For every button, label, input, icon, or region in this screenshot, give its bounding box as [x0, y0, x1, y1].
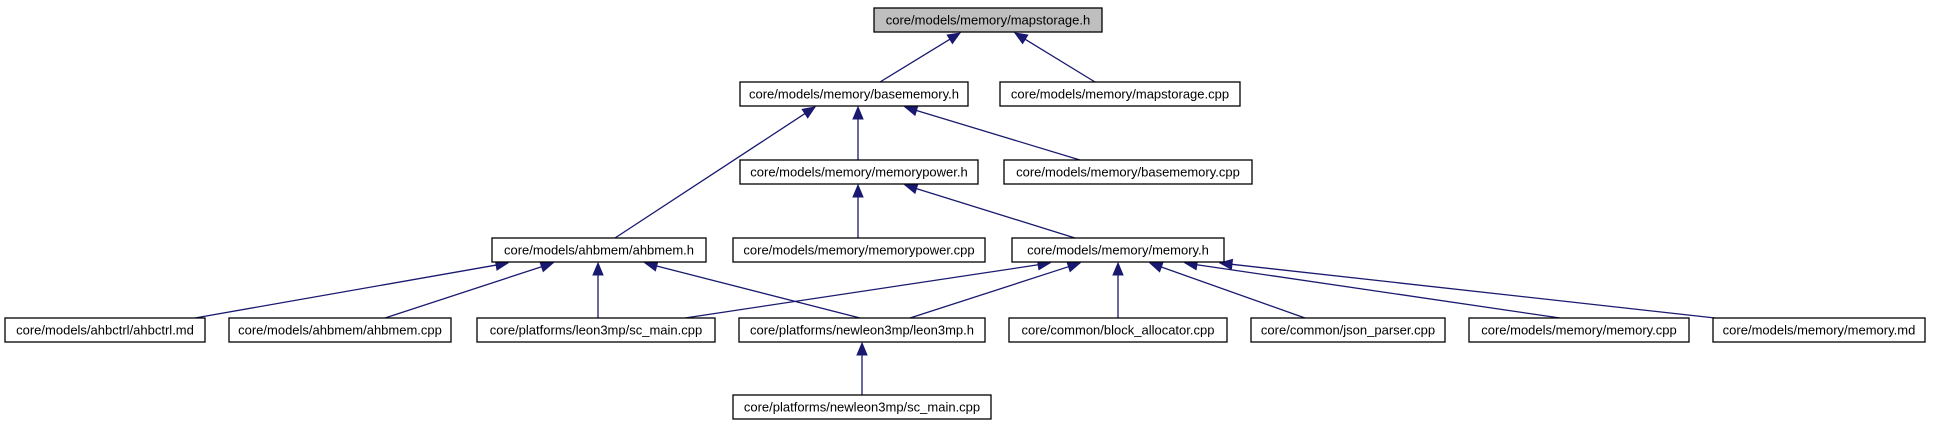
node-box[interactable]	[1003, 159, 1253, 185]
edge-arrowhead	[592, 261, 604, 276]
edge-line	[909, 266, 1069, 319]
edge-memory_cpp-to-memory_h	[1183, 259, 1561, 319]
node-label: core/platforms/newleon3mp/sc_main.cpp	[744, 400, 980, 415]
node-label: core/models/memory/mapstorage.cpp	[1011, 87, 1229, 102]
node-label: core/models/ahbmem/ahbmem.cpp	[238, 323, 442, 338]
node-label: core/models/memory/basememory.cpp	[1016, 165, 1240, 180]
edge-json_parser-to-memory_h	[1148, 261, 1306, 319]
node-label: core/platforms/newleon3mp/leon3mp.h	[750, 323, 974, 338]
node-box[interactable]	[999, 81, 1241, 107]
node-newleon3mp-sc-main[interactable]: core/platforms/newleon3mp/sc_main.cpp	[732, 394, 992, 420]
node-label: core/common/json_parser.cpp	[1261, 323, 1435, 338]
node-box[interactable]	[739, 159, 979, 185]
edge-newleon3mp_sc_main-to-newleon3mp_h	[856, 341, 868, 395]
node-ahbmem-cpp[interactable]: core/models/ahbmem/ahbmem.cpp	[228, 317, 452, 343]
node-memorypower-h[interactable]: core/models/memory/memorypower.h	[739, 159, 979, 185]
edge-arrowhead	[1013, 32, 1029, 45]
edge-arrowhead	[1218, 258, 1234, 271]
edge-arrowhead	[946, 32, 962, 45]
edge-memory_md-to-memory_h	[1218, 258, 1716, 319]
edge-arrowhead	[856, 341, 868, 356]
node-newleon3mp-h[interactable]: core/platforms/newleon3mp/leon3mp.h	[738, 317, 986, 343]
edge-leon3mp_sc_main-to-ahbmem_h	[592, 261, 604, 318]
node-box[interactable]	[228, 317, 452, 343]
edge-ahbmem_h-to-basememory_h	[614, 106, 817, 239]
edge-basememory_h-to-mapstorage_h	[879, 32, 962, 83]
edge-arrowhead	[852, 183, 864, 198]
node-box[interactable]	[1468, 317, 1690, 343]
node-label: core/models/ahbctrl/ahbctrl.md	[16, 323, 194, 338]
edge-line	[384, 266, 542, 319]
node-box[interactable]	[4, 317, 206, 343]
node-memory-md[interactable]: core/models/memory/memory.md	[1712, 317, 1926, 343]
nodes-layer: core/models/memory/mapstorage.h core/mode…	[4, 7, 1926, 420]
node-ahbmem-h[interactable]: core/models/ahbmem/ahbmem.h	[491, 237, 707, 263]
edge-line	[1231, 263, 1716, 319]
node-box[interactable]	[1250, 317, 1446, 343]
node-memory-h[interactable]: core/models/memory/memory.h	[1011, 237, 1225, 263]
edge-arrowhead	[1148, 261, 1164, 273]
node-label: core/models/memory/memory.cpp	[1481, 323, 1677, 338]
node-box[interactable]	[739, 81, 969, 107]
edge-mapstorage_cpp-to-mapstorage_h	[1013, 32, 1096, 83]
edge-ahbctrl_md-to-ahbmem_h	[194, 259, 510, 319]
node-box[interactable]	[1011, 237, 1225, 263]
node-box	[873, 7, 1103, 33]
edge-line	[656, 265, 861, 319]
node-box[interactable]	[738, 317, 986, 343]
edge-newleon3mp_h-to-memory_h	[909, 261, 1082, 319]
node-leon3mp-sc-main[interactable]: core/platforms/leon3mp/sc_main.cpp	[476, 317, 716, 343]
edge-line	[1024, 38, 1096, 83]
edge-memorypower_h-to-basememory_h	[852, 105, 864, 160]
node-memory-cpp[interactable]: core/models/memory/memory.cpp	[1468, 317, 1690, 343]
node-basememory-h[interactable]: core/models/memory/basememory.h	[739, 81, 969, 107]
edge-arrowhead	[539, 261, 555, 273]
node-ahbctrl-md[interactable]: core/models/ahbctrl/ahbctrl.md	[4, 317, 206, 343]
edge-line	[916, 109, 1081, 161]
edge-basememory_cpp-to-basememory_h	[903, 105, 1081, 161]
node-mapstorage-h: core/models/memory/mapstorage.h	[873, 7, 1103, 33]
node-block-allocator[interactable]: core/common/block_allocator.cpp	[1008, 317, 1228, 343]
edge-line	[1196, 264, 1561, 319]
node-label: core/models/memory/memorypower.h	[750, 165, 967, 180]
edge-line	[879, 38, 951, 83]
edge-line	[684, 264, 1039, 319]
edge-line	[614, 113, 806, 239]
node-box[interactable]	[732, 237, 986, 263]
node-box[interactable]	[476, 317, 716, 343]
node-label: core/models/ahbmem/ahbmem.h	[504, 243, 694, 258]
node-memorypower-cpp[interactable]: core/models/memory/memorypower.cpp	[732, 237, 986, 263]
edge-leon3mp_sc_main-to-memory_h	[684, 259, 1052, 319]
node-box[interactable]	[732, 394, 992, 420]
edge-arrowhead	[801, 106, 817, 119]
edge-line	[916, 187, 1076, 239]
edge-arrowhead	[1112, 261, 1124, 276]
node-label: core/models/memory/mapstorage.h	[886, 13, 1090, 28]
edge-line	[1161, 266, 1306, 319]
edge-arrowhead	[852, 105, 864, 120]
edge-block_allocator-to-memory_h	[1112, 261, 1124, 318]
node-label: core/models/memory/basememory.h	[749, 87, 959, 102]
node-box[interactable]	[1008, 317, 1228, 343]
node-basememory-cpp[interactable]: core/models/memory/basememory.cpp	[1003, 159, 1253, 185]
node-label: core/models/memory/memory.h	[1027, 243, 1209, 258]
node-box[interactable]	[1712, 317, 1926, 343]
node-box[interactable]	[491, 237, 707, 263]
edge-arrowhead	[903, 105, 919, 117]
node-label: core/common/block_allocator.cpp	[1022, 323, 1215, 338]
edge-arrowhead	[903, 183, 919, 195]
edge-memorypower_cpp-to-memorypower_h	[852, 183, 864, 238]
node-label: core/models/memory/memory.md	[1723, 323, 1916, 338]
node-label: core/platforms/leon3mp/sc_main.cpp	[490, 323, 702, 338]
edge-memory_h-to-memorypower_h	[903, 183, 1076, 239]
edge-newleon3mp_h-to-ahbmem_h	[643, 260, 861, 319]
node-json-parser[interactable]: core/common/json_parser.cpp	[1250, 317, 1446, 343]
node-mapstorage-cpp[interactable]: core/models/memory/mapstorage.cpp	[999, 81, 1241, 107]
edge-line	[194, 264, 497, 319]
node-label: core/models/memory/memorypower.cpp	[743, 243, 974, 258]
edge-arrowhead	[1066, 261, 1082, 273]
